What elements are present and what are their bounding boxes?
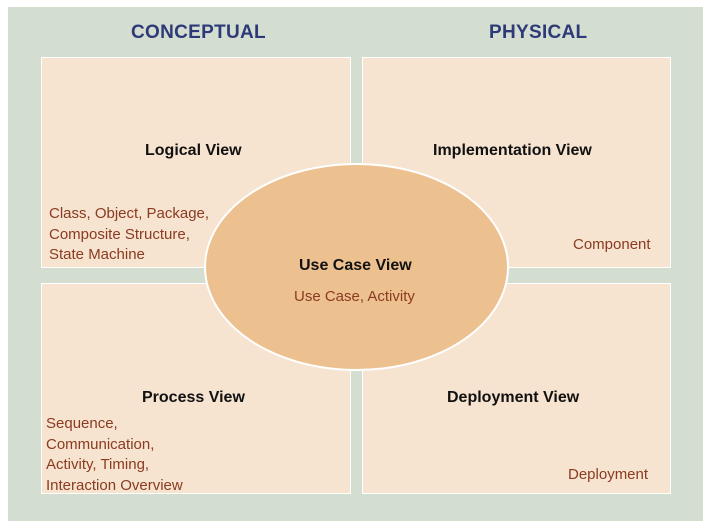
use-case-view-title: Use Case View (299, 257, 412, 274)
logical-element-line: Class, Object, Package, (49, 205, 210, 222)
conceptual-heading: CONCEPTUAL (131, 22, 266, 43)
logical-view-elements: Class, Object, Package, Composite Struct… (49, 204, 209, 266)
implementation-view-title: Implementation View (433, 142, 592, 159)
deployment-view-elements: Deployment (568, 465, 648, 486)
process-element-line: Communication, (46, 435, 155, 453)
deployment-view-title: Deployment View (447, 389, 580, 406)
deployment-element-line: Deployment (568, 466, 649, 483)
logical-view-title: Logical View (145, 142, 242, 159)
use-case-element-line: Use Case, Activity (294, 288, 415, 305)
implementation-element-line: Component (573, 236, 651, 253)
process-view-elements: Sequence, Communication, Activity, Timin… (46, 414, 183, 496)
implementation-view-elements: Component (573, 235, 651, 256)
logical-element-line: Composite Structure, (49, 225, 190, 243)
process-element-line: Sequence, (46, 415, 118, 432)
process-element-line: Interaction Overview (46, 476, 183, 494)
process-element-line: Activity, Timing, (46, 456, 150, 473)
logical-element-line: State Machine (49, 246, 145, 263)
use-case-view-elements: Use Case, Activity (294, 287, 415, 308)
use-case-view-ellipse (204, 163, 509, 371)
physical-heading: PHYSICAL (489, 22, 588, 43)
process-view-title: Process View (142, 389, 245, 406)
